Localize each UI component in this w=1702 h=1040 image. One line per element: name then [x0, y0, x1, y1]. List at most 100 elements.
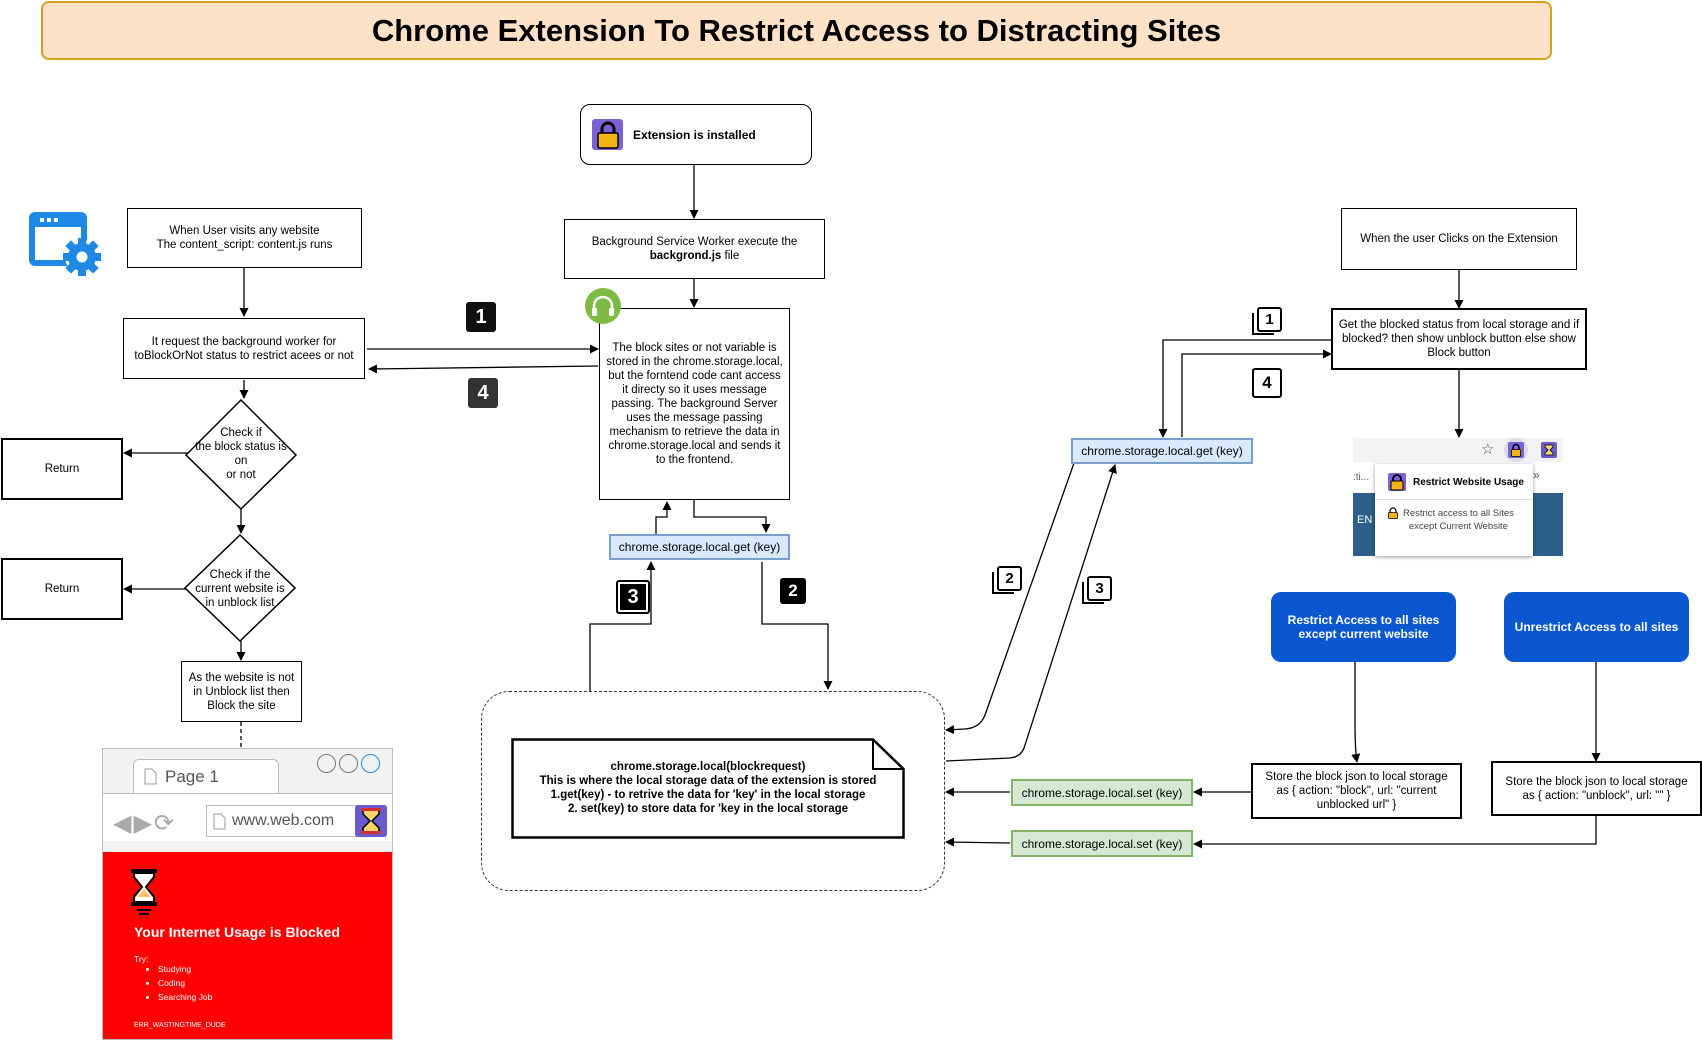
side-text-2: EN: [1357, 514, 1373, 526]
block-site-node: As the website is not in Unblock list th…: [181, 661, 302, 722]
check-unblock-line-3: in unblock list: [205, 597, 275, 609]
nav-arrows-icon[interactable]: ◀▶⟳: [113, 810, 177, 837]
user-visits-node: When User visits any website The content…: [127, 208, 362, 268]
window-control-min[interactable]: [317, 754, 336, 773]
step-badge-right-3: 3: [1082, 576, 1114, 608]
side-text-1: :ti...: [1353, 472, 1370, 483]
popup-item-line2: except Current Website: [1408, 521, 1508, 532]
edge-status-to-get-right: [1158, 339, 1332, 438]
window-controls: [317, 754, 380, 773]
star-icon[interactable]: ☆: [1481, 441, 1495, 458]
edge-store-unblock-to-set: [1193, 816, 1597, 849]
storage-get-right: chrome.storage.local.get (key): [1071, 438, 1253, 464]
edge-get-right-to-note: [945, 462, 1075, 735]
background-worker-line1: Background Service Worker execute the: [591, 236, 798, 248]
user-visits-line1: When User visits any website: [169, 225, 320, 237]
block-variable-node: The block sites or not variable is store…: [599, 308, 790, 500]
background-worker-node: Background Service Worker execute the ba…: [564, 219, 825, 279]
check-unblock-list-text: Check if the current website is in unblo…: [190, 568, 290, 610]
edge-restrict-to-store: [1351, 662, 1361, 763]
try-label: Try:: [134, 954, 149, 964]
storage-container: [481, 691, 945, 891]
check-block-status-text: Check if the block status is on or not: [191, 426, 291, 482]
blocked-browser-mockup: Page 1 ◀▶⟳ www.web.com Your Internet Usa…: [102, 748, 393, 1040]
check-unblock-list-diamond: [184, 534, 296, 642]
extension-popup-screenshot: ☆ :ti... » EN Restrict Website Usage: [1353, 438, 1563, 568]
browser-tab-label: Page 1: [165, 766, 219, 786]
get-blocked-status-node: Get the blocked status from local storag…: [1331, 308, 1587, 370]
check-block-line-3: on: [234, 455, 248, 467]
note-line-2: This is where the local storage data of …: [539, 775, 877, 787]
edge-note-to-get-right: [945, 464, 1117, 762]
browser-tab[interactable]: Page 1: [133, 759, 279, 793]
address-text: www.web.com: [232, 812, 335, 829]
check-block-line-1: Check if: [220, 427, 262, 439]
window-control-max[interactable]: [339, 754, 358, 773]
storage-set-2: chrome.storage.local.set (key): [1011, 830, 1193, 857]
window-control-close[interactable]: [361, 754, 380, 773]
background-worker-suffix: file: [721, 250, 740, 262]
unrestrict-access-button[interactable]: Unrestrict Access to all sites: [1504, 592, 1689, 662]
popup-title: Restrict Website Usage: [1413, 476, 1524, 488]
error-code: ERR_WASTINGTIME_DUDE: [134, 1022, 226, 1029]
note-title: chrome.storage.local(blockrequest): [610, 761, 806, 773]
note-line-3: 1.get(key) - to retrive the data for 'ke…: [550, 789, 866, 801]
check-unblock-line-1: Check if the: [209, 569, 271, 581]
extension-installed-node: Extension is installed: [580, 104, 812, 165]
suggestion-item: Coding: [158, 976, 212, 990]
page-icon: [144, 768, 157, 785]
suggestion-item: Searching Job: [158, 990, 212, 1004]
chevron-icon[interactable]: »: [1533, 468, 1540, 482]
step-badge-left-1: 1: [466, 302, 496, 332]
edge-set2-to-note: [945, 837, 1011, 847]
lock-extension-icon: [1388, 507, 1398, 519]
popup-panel: Restrict Website Usage Restrict access t…: [1375, 464, 1533, 556]
edge-get-to-note: [761, 562, 833, 690]
check-block-line-2: the block status is: [195, 441, 287, 453]
storage-set-1: chrome.storage.local.set (key): [1011, 779, 1193, 806]
blocked-heading: Your Internet Usage is Blocked: [134, 924, 340, 940]
step-badge-left-4: 4: [468, 378, 498, 408]
address-page-icon: [213, 813, 226, 829]
storage-get-center: chrome.storage.local.get (key): [609, 534, 790, 560]
user-clicks-node: When the user Clicks on the Extension: [1341, 208, 1577, 270]
step-badge-center-3: 3: [616, 580, 650, 614]
lock-extension-icon: [592, 119, 623, 150]
lock-extension-icon: [1388, 473, 1406, 491]
edge-get-right-to-status: [1181, 349, 1332, 437]
storage-note: chrome.storage.local(blockrequest) This …: [511, 738, 905, 839]
hourglass-icon[interactable]: [1541, 442, 1557, 458]
background-worker-file: backgrond.js: [649, 250, 722, 262]
hourglass-icon[interactable]: [355, 805, 387, 837]
step-badge-right-1: 1: [1252, 307, 1284, 339]
suggestion-list: Studying Coding Searching Job: [134, 962, 212, 1004]
edge-variable-to-get: [693, 500, 771, 533]
note-line-4: 2. set(key) to store data for 'key in th…: [567, 803, 849, 815]
popup-restrict-item[interactable]: Restrict access to all Sites except Curr…: [1387, 507, 1514, 533]
store-block-node: Store the block json to local storage as…: [1251, 763, 1462, 819]
check-block-status-diamond: [185, 399, 297, 511]
headphones-icon: [585, 288, 621, 324]
lock-extension-icon[interactable]: [1508, 442, 1524, 458]
restrict-access-button[interactable]: Restrict Access to all sites except curr…: [1271, 592, 1456, 662]
edge-variable-to-request: [368, 364, 599, 374]
popup-item-line1: Restrict access to all Sites: [1403, 508, 1514, 519]
edge-note-to-get: [589, 561, 656, 691]
user-visits-line2: The content_script: content.js runs: [156, 239, 333, 251]
return-node-2: Return: [1, 558, 123, 620]
step-badge-right-3-label: 3: [1087, 576, 1112, 601]
check-block-line-4: or not: [226, 469, 256, 481]
blocked-page: Your Internet Usage is Blocked Try: Stud…: [103, 852, 392, 1039]
settings-window-icon: [29, 212, 101, 276]
step-badge-right-4: 4: [1252, 368, 1282, 398]
diagram-title: Chrome Extension To Restrict Access to D…: [41, 1, 1552, 60]
suggestion-item: Studying: [158, 962, 212, 976]
step-badge-center-2: 2: [780, 578, 806, 604]
check-unblock-line-2: current website is: [195, 583, 285, 595]
extension-installed-label: Extension is installed: [633, 127, 756, 142]
step-badge-right-1-label: 1: [1257, 307, 1282, 332]
hourglass-icon: [131, 869, 157, 915]
step-badge-right-2-label: 2: [997, 566, 1022, 591]
edge-get-to-variable: [655, 501, 672, 534]
